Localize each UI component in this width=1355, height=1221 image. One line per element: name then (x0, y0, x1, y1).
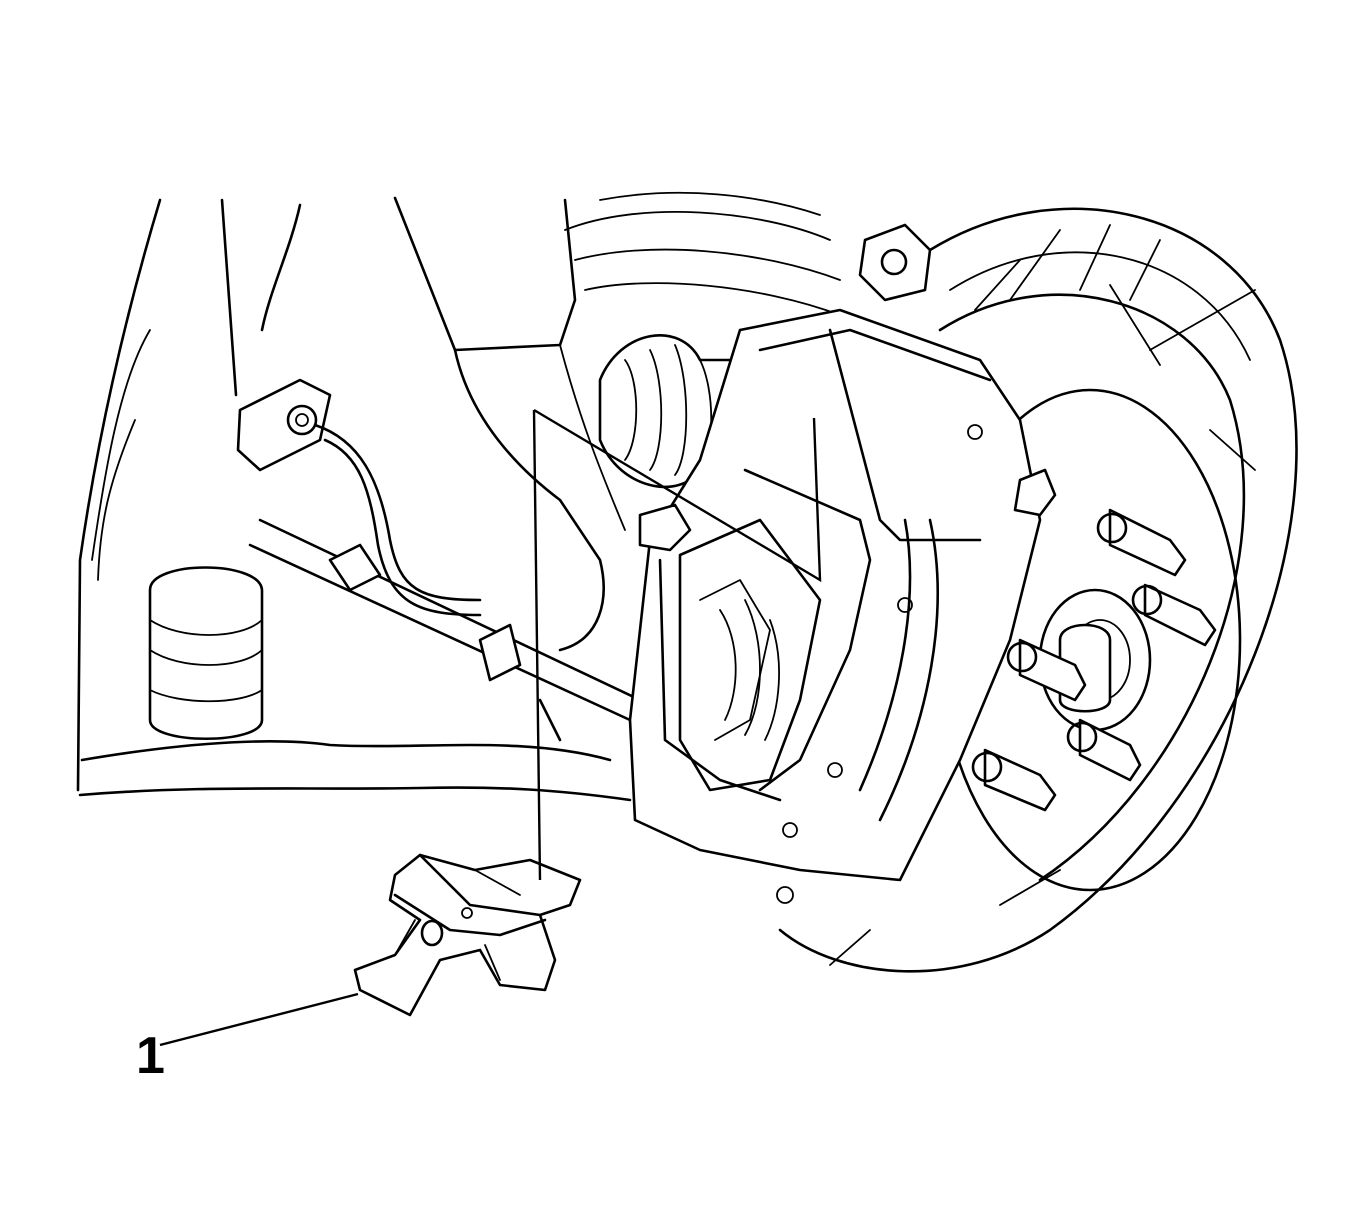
pad-retaining-clip (353, 853, 582, 1017)
brake-rotor (778, 207, 1298, 973)
suspension-linework (76, 191, 841, 802)
brake-caliper (628, 223, 1057, 904)
wheel-stud (1066, 718, 1142, 782)
callout-label-1: 1 (136, 1027, 165, 1085)
wheel-stud (1096, 508, 1187, 577)
wheel-stud (1006, 638, 1087, 702)
wheel-stud (971, 748, 1057, 812)
leader-lines (159, 408, 822, 1047)
wheel-stud (1131, 583, 1217, 647)
